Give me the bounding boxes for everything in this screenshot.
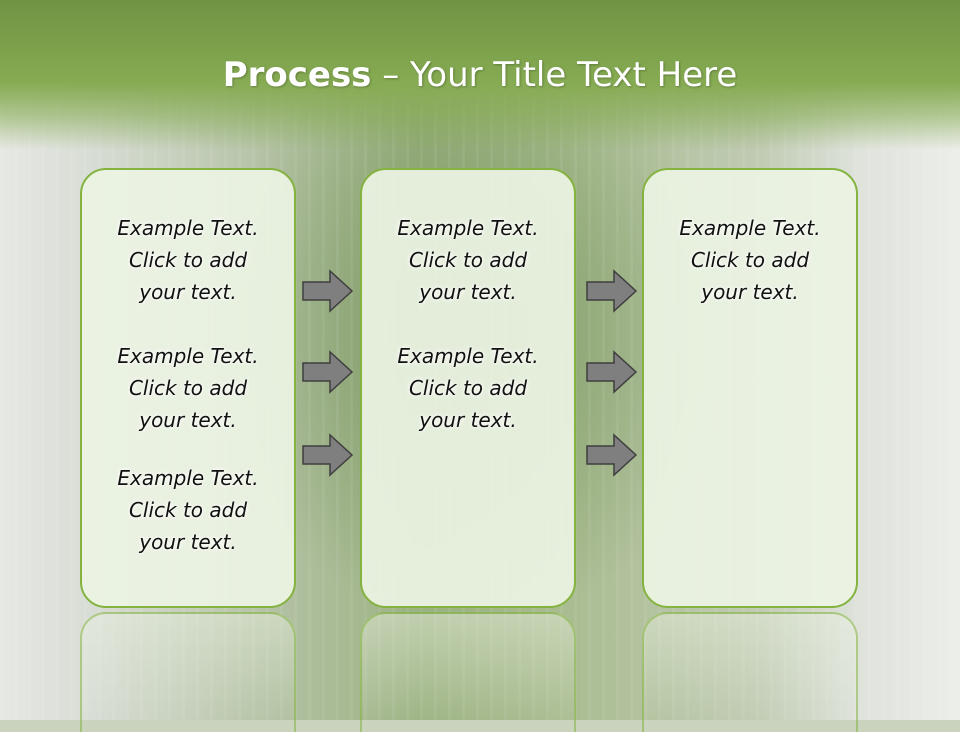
- box-2-text-1[interactable]: Example Text. Click to add your text.: [397, 216, 539, 304]
- box-1-text-3[interactable]: Example Text. Click to add your text.: [117, 466, 259, 554]
- box-2-reflection: [360, 612, 576, 732]
- box-1-reflection: [80, 612, 296, 732]
- right-arrow-icon[interactable]: [586, 350, 638, 394]
- slide-title[interactable]: Process – Your Title Text Here: [0, 52, 960, 98]
- right-arrow-icon[interactable]: [302, 269, 354, 313]
- box-3-reflection: [642, 612, 858, 732]
- right-arrow-icon[interactable]: [586, 433, 638, 477]
- right-arrow-icon[interactable]: [302, 350, 354, 394]
- box-3-text-1[interactable]: Example Text. Click to add your text.: [679, 216, 821, 304]
- right-arrow-icon[interactable]: [302, 433, 354, 477]
- title-strong: Process: [222, 55, 372, 95]
- process-box-3[interactable]: Example Text. Click to add your text.: [642, 168, 858, 608]
- box-1-text-2[interactable]: Example Text. Click to add your text.: [117, 344, 259, 432]
- title-bar: [0, 0, 960, 150]
- right-arrow-icon[interactable]: [586, 269, 638, 313]
- box-1-text-1[interactable]: Example Text. Click to add your text.: [117, 216, 259, 304]
- box-2-text-2[interactable]: Example Text. Click to add your text.: [397, 344, 539, 432]
- process-box-2[interactable]: Example Text. Click to add your text. Ex…: [360, 168, 576, 608]
- title-rest: – Your Title Text Here: [371, 55, 738, 95]
- process-box-1[interactable]: Example Text. Click to add your text. Ex…: [80, 168, 296, 608]
